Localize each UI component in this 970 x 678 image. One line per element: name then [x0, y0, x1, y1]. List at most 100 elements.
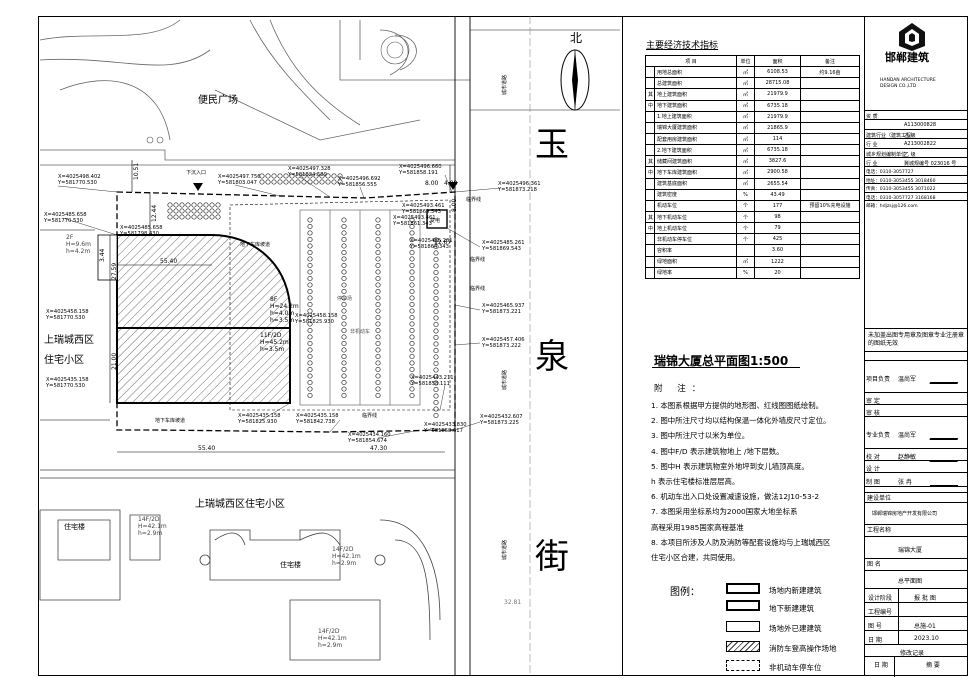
meta-label: 日 期 — [868, 637, 882, 644]
parking-ring-icon — [307, 301, 313, 308]
parking-ring-icon — [409, 282, 415, 288]
econ-cell: 中 — [645, 166, 655, 179]
podium-storey: h=3.5m — [260, 346, 285, 353]
parking-ring-icon — [337, 173, 343, 179]
econ-cell: 总建筑面积 — [654, 77, 737, 90]
note-line: 8. 本项目所涉及人防及消防等配套设施均与上瑞城西区 — [651, 537, 831, 547]
parking-ring-icon — [307, 243, 313, 249]
project-row: 瑞锦大厦 — [864, 536, 968, 558]
econ-cell: 预留10%充电设施 — [800, 199, 860, 212]
parking-ring-icon — [341, 217, 347, 223]
legend-label: 消防车登高操作场地 — [769, 644, 837, 653]
dim-label: 12.67 — [434, 239, 452, 246]
north-label: 北 — [570, 31, 583, 45]
parking-ring-icon — [433, 302, 439, 308]
house-b-label: 住宅楼 — [280, 561, 301, 569]
parking-ring-icon — [307, 366, 313, 373]
parking-ring-icon — [197, 208, 203, 214]
coordinate-y: Y=581873.222 — [482, 343, 521, 349]
parking-ring-icon — [307, 217, 313, 223]
econ-cell — [800, 99, 860, 112]
parking-ring-icon — [331, 179, 337, 185]
econ-cell — [645, 121, 655, 134]
econ-cell: 2655.54 — [754, 177, 801, 190]
coordinate-y: Y=581856.555 — [338, 182, 377, 188]
econ-cell — [645, 233, 655, 246]
cert-row: 城乡规划编制单位乙 级 — [864, 147, 968, 158]
street-char-2: 泉 — [535, 337, 569, 377]
role-row: 制 图张 冉 — [864, 472, 968, 487]
parking-ring-icon — [307, 249, 313, 256]
parking-ring-icon — [209, 202, 215, 208]
meta-divider — [898, 617, 899, 631]
econ-cell: ㎡ — [736, 110, 755, 123]
parking-ring-icon — [433, 406, 439, 412]
small-building-height: H=9.6m — [66, 241, 91, 248]
cert-value: 乙 级 — [904, 151, 916, 158]
signature-mark — [929, 426, 963, 440]
divider-left — [622, 16, 623, 676]
coordinate-y: Y=581770.530 — [46, 383, 85, 389]
econ-cell: 6735.18 — [754, 99, 801, 112]
stamp-note-box: 未加盖出图专用章及图章专业注册章的图纸无效 — [864, 328, 968, 352]
parking-ring-icon — [341, 269, 347, 275]
parking-ring-icon — [307, 269, 313, 275]
parking-ring-icon — [409, 347, 415, 353]
econ-cell: 个 — [736, 233, 755, 246]
parking-ring-icon — [409, 288, 415, 295]
coordinate-x: X=4025498.402 — [58, 174, 101, 180]
parking-ring-icon — [375, 243, 381, 249]
legend-swatch-new-building — [726, 583, 760, 594]
role-label: 项目负责 — [866, 376, 891, 383]
econ-cell — [800, 132, 860, 146]
econ-cell: 177 — [754, 199, 801, 212]
econ-cell: 个 — [736, 199, 755, 212]
parking-ring-icon — [375, 327, 381, 334]
coordinate-x: X=4025435.158 — [238, 413, 281, 419]
parking-ring-icon — [265, 179, 271, 185]
parking-ring-icon — [375, 282, 381, 288]
parking-ring-icon — [433, 250, 439, 256]
client-label-row: 建设单位 — [864, 492, 968, 502]
econ-cell: 地上机动车位 — [654, 222, 737, 235]
coordinate-y: Y=581873.218 — [498, 187, 537, 193]
econ-header-item: 项 目 — [645, 54, 737, 68]
parking-ring-icon — [341, 353, 347, 360]
project-label-row: 工程名称 — [864, 524, 968, 536]
podium-building-tag: 11F/2D H=45.2m h=3.5m — [260, 332, 289, 353]
coordinate-x: X=4025493.461 — [402, 203, 445, 209]
parking-ring-icon — [307, 360, 313, 366]
drawing-label: 图 名 — [867, 561, 881, 568]
parking-ring-icon — [277, 173, 283, 179]
role-name: 张 冉 — [898, 479, 912, 486]
coordinate-y: Y=581770.530 — [46, 315, 85, 321]
parking-ring-icon — [375, 236, 381, 243]
cert-row: A113000828 — [864, 119, 968, 128]
coordinate-y: Y=581873.225 — [480, 420, 519, 426]
econ-cell: 其 — [645, 155, 655, 168]
podium-floors: 11F/2D — [260, 332, 282, 339]
parking-ring-icon — [209, 214, 215, 220]
coordinate-x: X=4025458.158 — [295, 313, 338, 319]
coordinate-y: Y=581798.430 — [120, 231, 159, 237]
parking-ring-icon — [433, 276, 439, 282]
note-line: 3. 图中所注尺寸以米为单位。 — [651, 431, 750, 441]
econ-cell: 425 — [754, 233, 801, 246]
road-label: 城市道路 — [502, 74, 508, 95]
parking-ring-icon — [203, 208, 209, 214]
parking-ring-icon — [173, 214, 179, 220]
meta-label: 图 号 — [868, 623, 882, 630]
econ-cell — [645, 188, 655, 201]
parking-ring-icon — [375, 353, 381, 360]
parking-ring-icon — [301, 173, 307, 179]
note-line: 高程采用1985国家高程基准 — [651, 522, 744, 532]
contact-text: 传真：0310-3053455 3071022 — [866, 187, 936, 192]
